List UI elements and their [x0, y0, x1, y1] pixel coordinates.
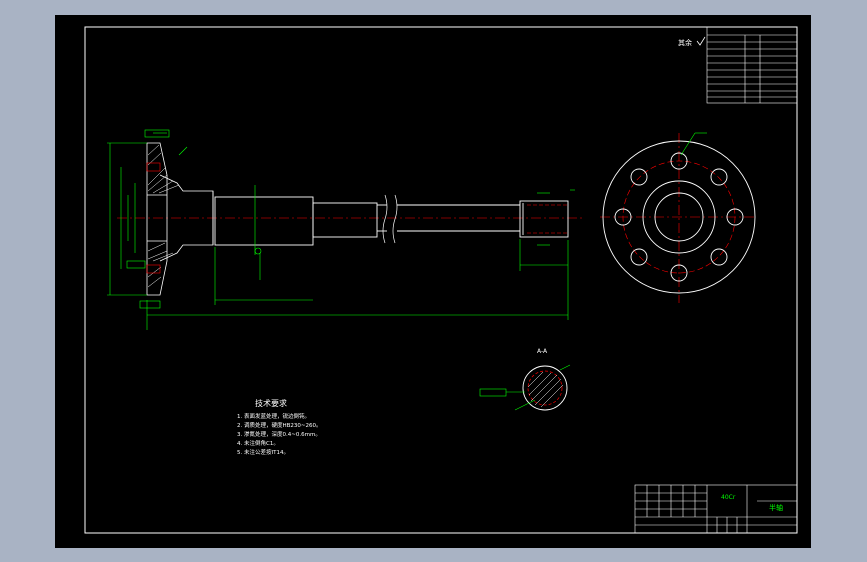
note-item-1: 1. 表面发蓝处理，锐边倒钝。 — [237, 412, 310, 420]
note-item-2: 2. 调质处理，硬度HB230~260。 — [237, 421, 322, 429]
part-name-label: 半轴 — [769, 503, 783, 512]
notes-title: 技术要求 — [255, 398, 287, 408]
note-item-5: 5. 未注公差按IT14。 — [237, 448, 289, 456]
spline-section: A-A — [479, 348, 571, 411]
drawing-canvas: 其余 — [84, 26, 798, 534]
note-item-3: 3. 渗氮处理，深度0.4~0.6mm。 — [237, 430, 321, 438]
material-label: 40Cr — [721, 494, 736, 501]
bolt-holes — [614, 152, 744, 282]
shaft-front-view — [107, 129, 585, 330]
note-item-4: 4. 未注倒角C1。 — [237, 439, 279, 447]
parameter-table — [706, 26, 798, 104]
flange-outer-circle — [602, 140, 756, 294]
technical-notes: 技术要求 1. 表面发蓝处理，锐边倒钝。 2. 调质处理，硬度HB230~260… — [237, 398, 322, 456]
gdt-frame-top — [144, 129, 170, 138]
flange-hatching — [147, 144, 180, 288]
title-block — [634, 484, 798, 534]
gdt-frame-left — [126, 260, 146, 269]
gdt-frame-bottom — [139, 300, 161, 309]
flange-end-view — [600, 132, 757, 303]
dimension-lines — [107, 132, 575, 330]
break-line-right — [392, 194, 398, 244]
roughness-icon — [696, 36, 706, 46]
flange-section — [146, 142, 214, 296]
datum-circle — [254, 247, 262, 255]
bolt-pitch-circle — [622, 160, 736, 274]
surface-roughness-note: 其余 — [678, 38, 692, 47]
section-label: A-A — [537, 348, 548, 355]
drawing-border — [84, 26, 798, 534]
shaft-body-outline — [212, 191, 569, 246]
break-line-left — [382, 194, 388, 244]
cad-viewport[interactable]: 其余 — [55, 15, 811, 548]
